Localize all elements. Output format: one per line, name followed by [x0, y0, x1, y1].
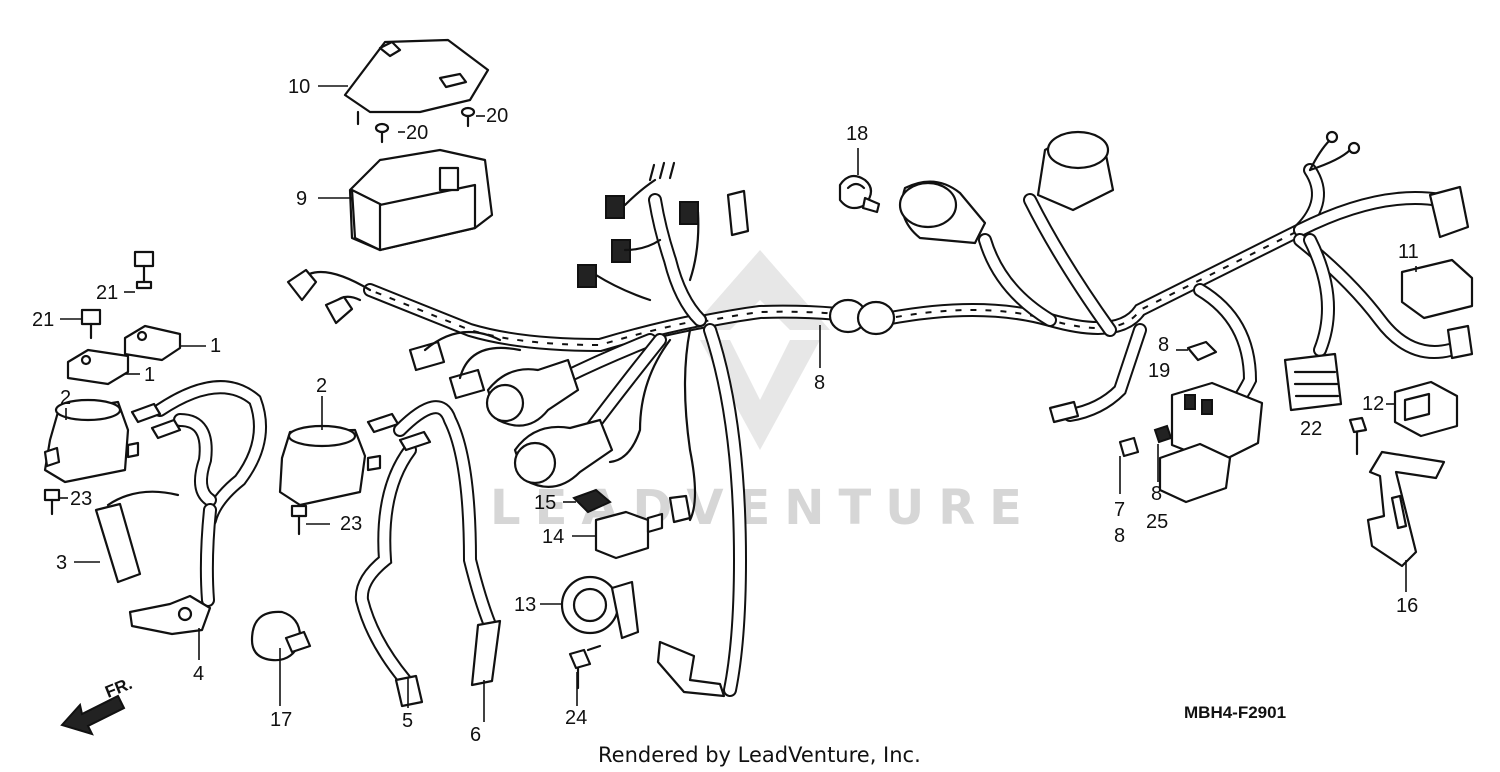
callout-20a[interactable]: 20 [406, 122, 428, 144]
callout-13[interactable]: 13 [514, 594, 536, 616]
front-direction-arrow: FR. [60, 674, 135, 736]
meter-socket-right [1036, 130, 1115, 212]
callout-8b[interactable]: 8 [1158, 334, 1169, 356]
meter-socket-left [898, 180, 987, 245]
callout-6[interactable]: 6 [470, 724, 481, 746]
diagram-code: MBH4-F2901 [1184, 703, 1286, 722]
callout-9[interactable]: 9 [296, 188, 307, 210]
callout-4[interactable]: 4 [193, 663, 204, 685]
callout-12[interactable]: 12 [1362, 393, 1384, 415]
callout-10[interactable]: 10 [288, 76, 310, 98]
callout-8d[interactable]: 8 [1151, 483, 1162, 505]
callout-21b[interactable]: 21 [32, 309, 54, 331]
part-5-plug-cord[interactable] [354, 412, 424, 708]
callout-17[interactable]: 17 [270, 709, 292, 731]
part-3-plug-cap[interactable] [94, 490, 180, 584]
part-21-bolt-b[interactable] [80, 308, 102, 340]
callout-2b[interactable]: 2 [316, 375, 327, 397]
part-13-horn[interactable] [560, 575, 640, 640]
high-tension-cord-left[interactable] [130, 380, 267, 607]
callout-25[interactable]: 25 [1146, 511, 1168, 533]
callout-22[interactable]: 22 [1300, 418, 1322, 440]
callout-23a[interactable]: 23 [70, 488, 92, 510]
callout-8c[interactable]: 8 [1114, 525, 1125, 547]
callout-8a[interactable]: 8 [814, 372, 825, 394]
credit-text: Rendered by LeadVenture, Inc. [598, 743, 921, 767]
callout-21a[interactable]: 21 [96, 282, 118, 304]
part-1-holder-a[interactable] [123, 324, 182, 362]
part-18-clamp[interactable] [838, 174, 881, 214]
connector-cluster-top [408, 161, 750, 400]
callout-19[interactable]: 19 [1148, 360, 1170, 382]
part-11-relay[interactable] [1400, 258, 1474, 320]
part-17-clip[interactable] [250, 610, 312, 662]
part-20-screw-b[interactable] [460, 106, 476, 128]
callout-7[interactable]: 7 [1114, 499, 1125, 521]
part-15-connector[interactable] [572, 488, 612, 514]
callout-1b[interactable]: 1 [144, 364, 155, 386]
part-7-connector[interactable] [1118, 436, 1140, 458]
connector-lower-harness [656, 640, 726, 698]
part-2-ignition-coil-right[interactable] [278, 424, 382, 507]
part-23-bolt-right[interactable] [290, 504, 308, 536]
socket-connector-lower [513, 418, 614, 488]
callout-labels: 10 9 20 20 21 21 1 1 2 2 23 23 3 4 17 5 … [32, 76, 1419, 746]
part-16-bracket[interactable] [1366, 450, 1446, 568]
fuse-box [1158, 381, 1264, 504]
part-10-cover[interactable] [343, 38, 490, 126]
callout-18[interactable]: 18 [846, 123, 868, 145]
callout-16[interactable]: 16 [1396, 595, 1418, 617]
part-2-ignition-coil-left[interactable] [43, 398, 140, 484]
part-22-bolt[interactable] [1348, 416, 1368, 456]
callout-1a[interactable]: 1 [210, 335, 221, 357]
part-1-holder-b[interactable] [66, 348, 130, 386]
socket-connector-upper [485, 358, 580, 427]
callout-15[interactable]: 15 [534, 492, 556, 514]
part-21-bolt-a[interactable] [133, 250, 155, 290]
part-9-tray[interactable] [348, 148, 494, 252]
part-20-screw-a[interactable] [374, 122, 390, 144]
part-12-rubber-mount[interactable] [1393, 380, 1459, 438]
callout-23b[interactable]: 23 [340, 513, 362, 535]
callout-2a[interactable]: 2 [60, 387, 71, 409]
part-25-connector[interactable] [1153, 424, 1173, 444]
callout-11[interactable]: 11 [1398, 241, 1419, 263]
callout-3[interactable]: 3 [56, 552, 67, 574]
part-4-plug-cap[interactable] [128, 594, 212, 636]
part-14-relay[interactable] [594, 494, 692, 560]
part-23-bolt-left[interactable] [43, 488, 61, 516]
callout-14[interactable]: 14 [542, 526, 564, 548]
part-19-connector[interactable] [1186, 340, 1218, 362]
front-label: FR. [102, 674, 135, 702]
leader-lines [58, 85, 1417, 722]
part-24-bolt[interactable] [568, 644, 602, 690]
callout-24[interactable]: 24 [565, 707, 587, 729]
part-6-plug-cord[interactable] [393, 400, 502, 687]
callout-20b[interactable]: 20 [486, 105, 508, 127]
callout-5[interactable]: 5 [402, 710, 413, 732]
watermark-text: LEADVENTURE [490, 480, 1036, 536]
